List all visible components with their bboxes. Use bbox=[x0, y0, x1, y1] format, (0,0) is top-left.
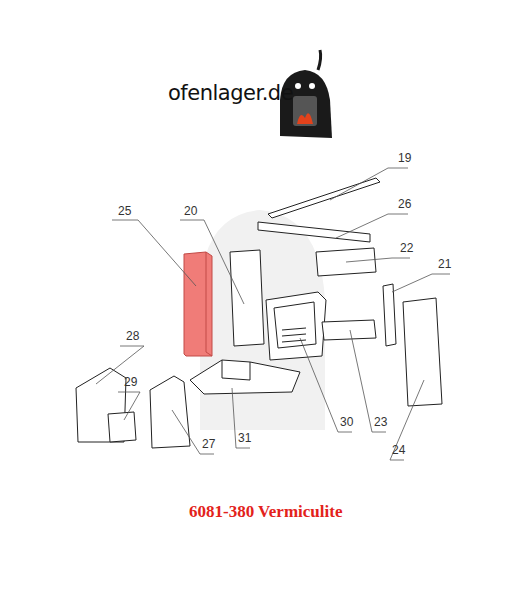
callout-number: 27 bbox=[202, 438, 215, 450]
caption: 6081-380 Vermiculite bbox=[189, 503, 342, 520]
watermark bbox=[200, 210, 325, 430]
callout-number: 20 bbox=[184, 205, 197, 217]
callout-number: 19 bbox=[398, 152, 411, 164]
callout-number: 28 bbox=[126, 330, 139, 342]
callout-number: 23 bbox=[374, 416, 387, 428]
callout-number: 26 bbox=[398, 198, 411, 210]
callout-number: 30 bbox=[340, 416, 353, 428]
callout-number: 31 bbox=[238, 432, 251, 444]
logo-text: ofenlager.de bbox=[168, 83, 293, 104]
callout-number: 22 bbox=[400, 242, 413, 254]
parts bbox=[76, 178, 442, 448]
callout-number: 25 bbox=[118, 205, 131, 217]
leader-lines bbox=[96, 168, 450, 460]
callout-number: 24 bbox=[392, 444, 405, 456]
callout-number: 21 bbox=[438, 258, 451, 270]
callout-number: 29 bbox=[124, 376, 137, 388]
